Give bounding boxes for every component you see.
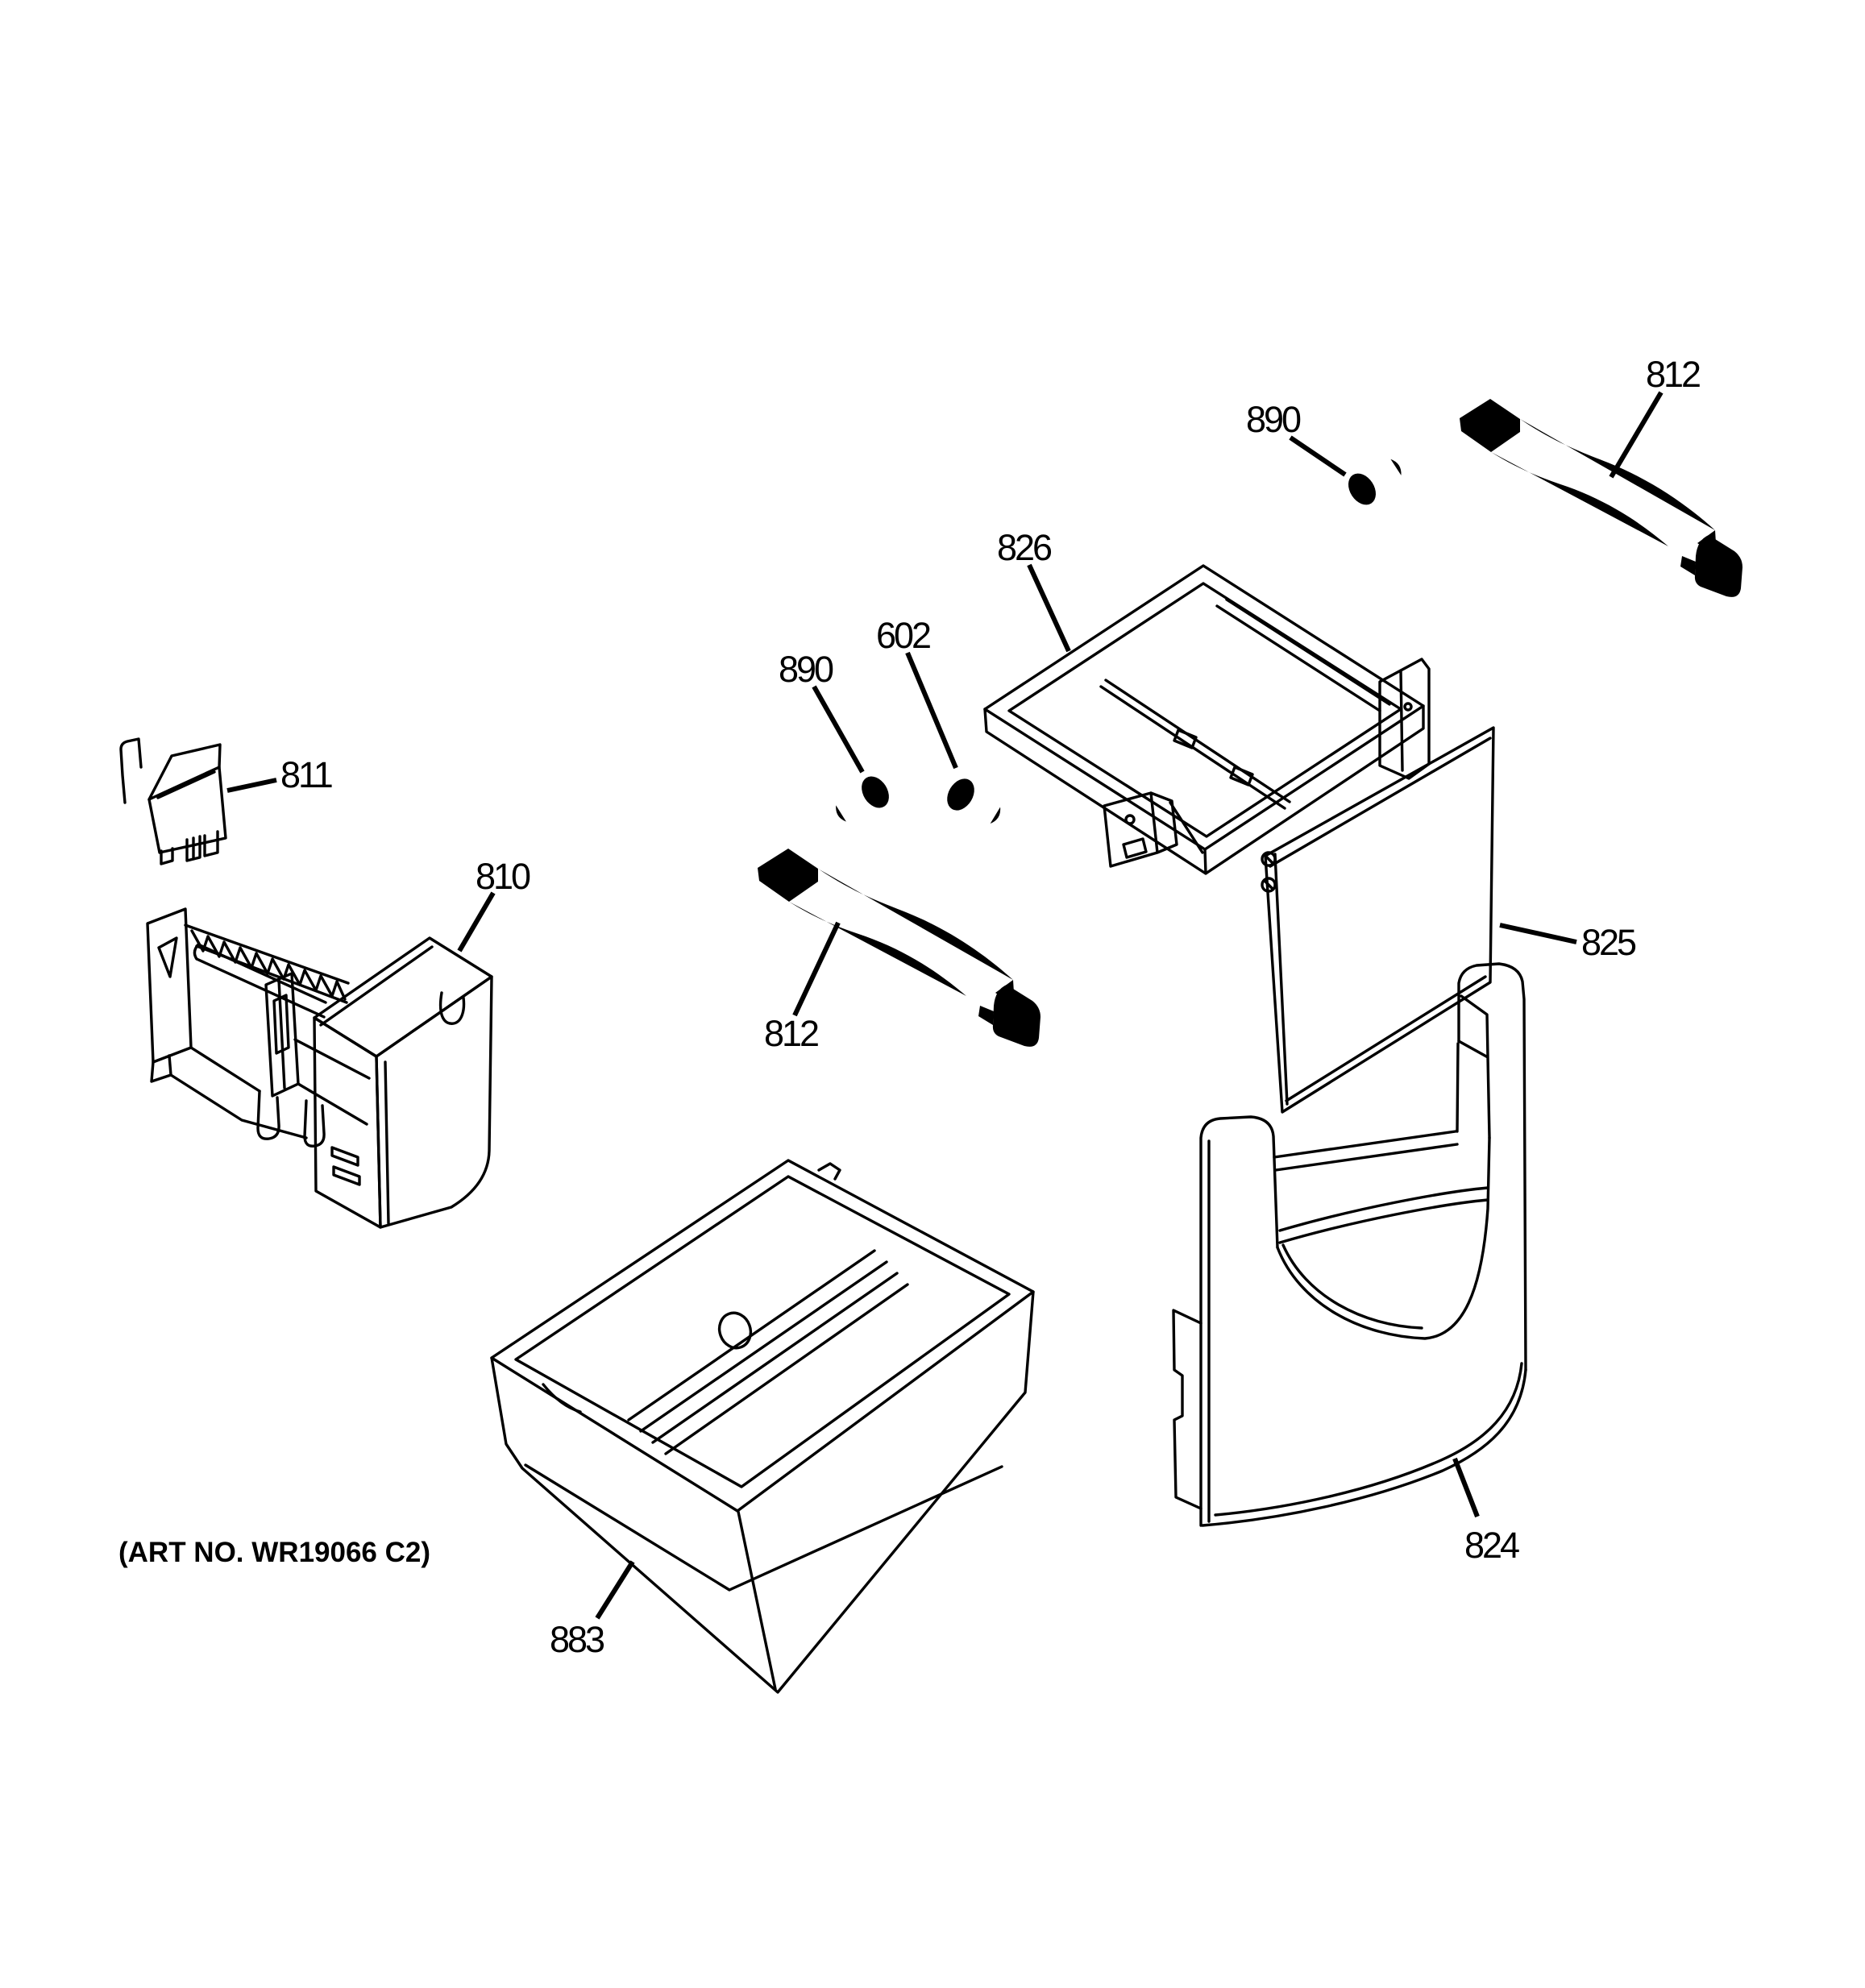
icemaker-box-front [375,975,493,1229]
frame-inner [1007,582,1402,838]
bucket-taper-creases [524,1463,1003,1592]
part-810-icemaker-assembly [146,907,493,1229]
callout-layer: 811 810 890 812 826 890 602 812 825 824 883 [226,354,1702,1660]
bucket-inner-rim [514,1175,1011,1488]
leader-line-890-2 [1289,435,1347,477]
leader-line-812-3 [1609,391,1664,479]
cover-right-column [1457,962,1527,1372]
icemaker-hanger-hole [157,936,178,978]
cup-foot [160,847,174,865]
part-890-screw-mid [829,771,895,830]
leader-line-826-4 [1027,563,1071,653]
icemaker-hanger-foot [150,1054,172,1083]
panel-bottom-edge [1285,975,1487,1102]
frame-bottom-bracket [1103,791,1204,868]
part-811-access-cover [119,737,227,865]
leader-line-890-5 [812,685,865,774]
cup-front-face [147,766,227,854]
icemaker-box-hook [438,991,466,1025]
panel-top-edge [1269,737,1492,868]
leader-line-824-9 [1452,1457,1480,1518]
frame-bracket-hole [1124,814,1136,825]
cup-left-hook [119,737,143,804]
leader-line-810-1 [457,891,496,952]
part-602-screw [941,774,1007,832]
art-no-text: (ART NO. WR19066 C2) [118,1537,430,1568]
frame-slot-lines [1215,598,1391,712]
part-825-divider-panel [1261,726,1495,1114]
callout-label-883-10: 883 [550,1619,604,1660]
part-890-screw-top [1342,450,1409,510]
part-826-shelf-frame [983,564,1431,875]
bucket-rim-notches [542,1162,841,1413]
panel-outline [1264,726,1495,1114]
panel-screw-2 [1261,877,1277,893]
icemaker-left-hanger [146,907,193,1064]
icemaker-box-slots [330,1146,361,1186]
cup-prongs [185,830,219,862]
leader-line-825-8 [1499,923,1577,944]
callout-label-812-7: 812 [764,1013,818,1054]
leader-line-883-10 [595,1560,635,1620]
part-824-dispenser-front [1172,962,1527,1527]
callout-label-825-8: 825 [1581,922,1636,963]
cover-recess-top [1273,1042,1460,1172]
leader-line-812-7 [792,921,841,1017]
callout-label-826-4: 826 [997,527,1052,568]
panel-screw-slots [1263,853,1274,890]
cover-left-post [1199,1115,1279,1527]
bucket-front-rim-edges [490,1290,1035,1691]
callout-label-890-2: 890 [1246,399,1301,440]
frame-skirt [983,704,1425,875]
bucket-floor-ribs [627,1249,909,1455]
panel-screw-1 [1261,851,1277,867]
frame-bracket-pin [1403,702,1413,712]
frame-center-rod [1099,679,1291,810]
cover-left-flange [1172,1309,1202,1510]
cover-saddle [1276,1136,1491,1340]
icemaker-fins [190,929,347,1001]
leader-line-811-0 [226,778,277,793]
cover-hook-inner [1457,994,1491,1139]
frame-rod-clips [1173,728,1254,786]
panel-left-strip [1273,853,1289,1106]
callout-label-824-9: 824 [1464,1525,1519,1566]
bucket-silhouette [490,1159,1035,1694]
bucket-drain-hole [717,1311,753,1350]
callout-label-812-3: 812 [1646,354,1700,395]
cover-bottom-curve [1201,1362,1527,1527]
callout-label-602-6: 602 [876,615,930,656]
cover-ledge [1278,1186,1489,1244]
part-883-ice-bucket [490,1159,1035,1694]
callout-label-811-0: 811 [280,754,332,795]
icemaker-box-left [313,1016,390,1229]
icemaker-front-rail [193,943,327,1019]
icemaker-frame-links [169,1038,371,1139]
callout-label-890-5: 890 [779,649,833,690]
part-812-rail-top [1460,399,1742,597]
cup-top-opening [147,743,222,801]
callout-label-810-1: 810 [476,856,530,897]
leader-line-602-6 [905,651,958,770]
